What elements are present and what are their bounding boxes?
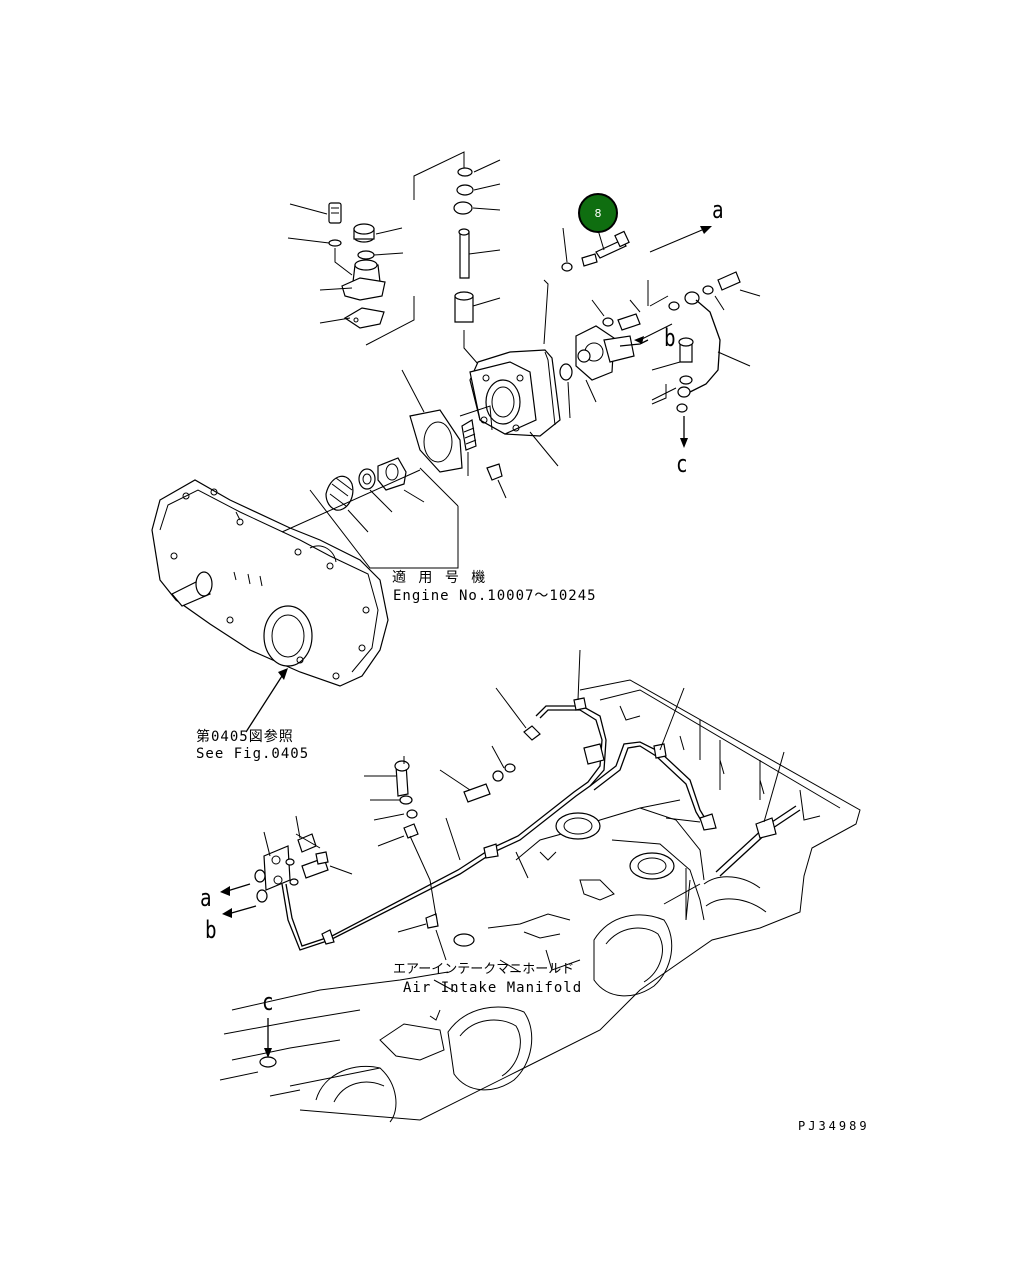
- callout-8-badge[interactable]: 8: [578, 193, 618, 233]
- breather-assembly: [287, 202, 415, 346]
- gasket-and-gear: [309, 369, 463, 569]
- sensor-assembly: [561, 226, 712, 403]
- engine-number-range: Engine No.10007〜10245: [393, 588, 597, 604]
- connector-label-b-bottom: b: [205, 916, 217, 944]
- manifold-label-en: Air Intake Manifold: [403, 980, 583, 996]
- manifold-label-jp: エアーインテークマニホールド: [393, 962, 575, 977]
- gear-case: [151, 469, 421, 733]
- tachometer-drive-housing: [459, 279, 573, 499]
- connector-label-a-top: a: [712, 196, 724, 224]
- shaft-stack: [413, 151, 501, 365]
- connector-label-b-top: b: [664, 324, 676, 352]
- engine-block: [219, 679, 861, 1123]
- see-figure-label-en: See Fig.0405: [196, 746, 310, 762]
- connector-label-c-top: c: [676, 450, 688, 478]
- air-pipe-lines: [254, 697, 801, 951]
- bottom-leader-lines: [220, 649, 785, 1058]
- pipe-fitting-right: [651, 271, 761, 448]
- connector-label-c-bottom: c: [262, 988, 274, 1016]
- connector-label-a-bottom: a: [200, 884, 212, 912]
- drawing-code: PJ34989: [798, 1119, 870, 1133]
- see-figure-label-jp: 第0405図参照: [196, 729, 294, 745]
- applicable-serial-label-jp: 適 用 号 機: [392, 570, 488, 586]
